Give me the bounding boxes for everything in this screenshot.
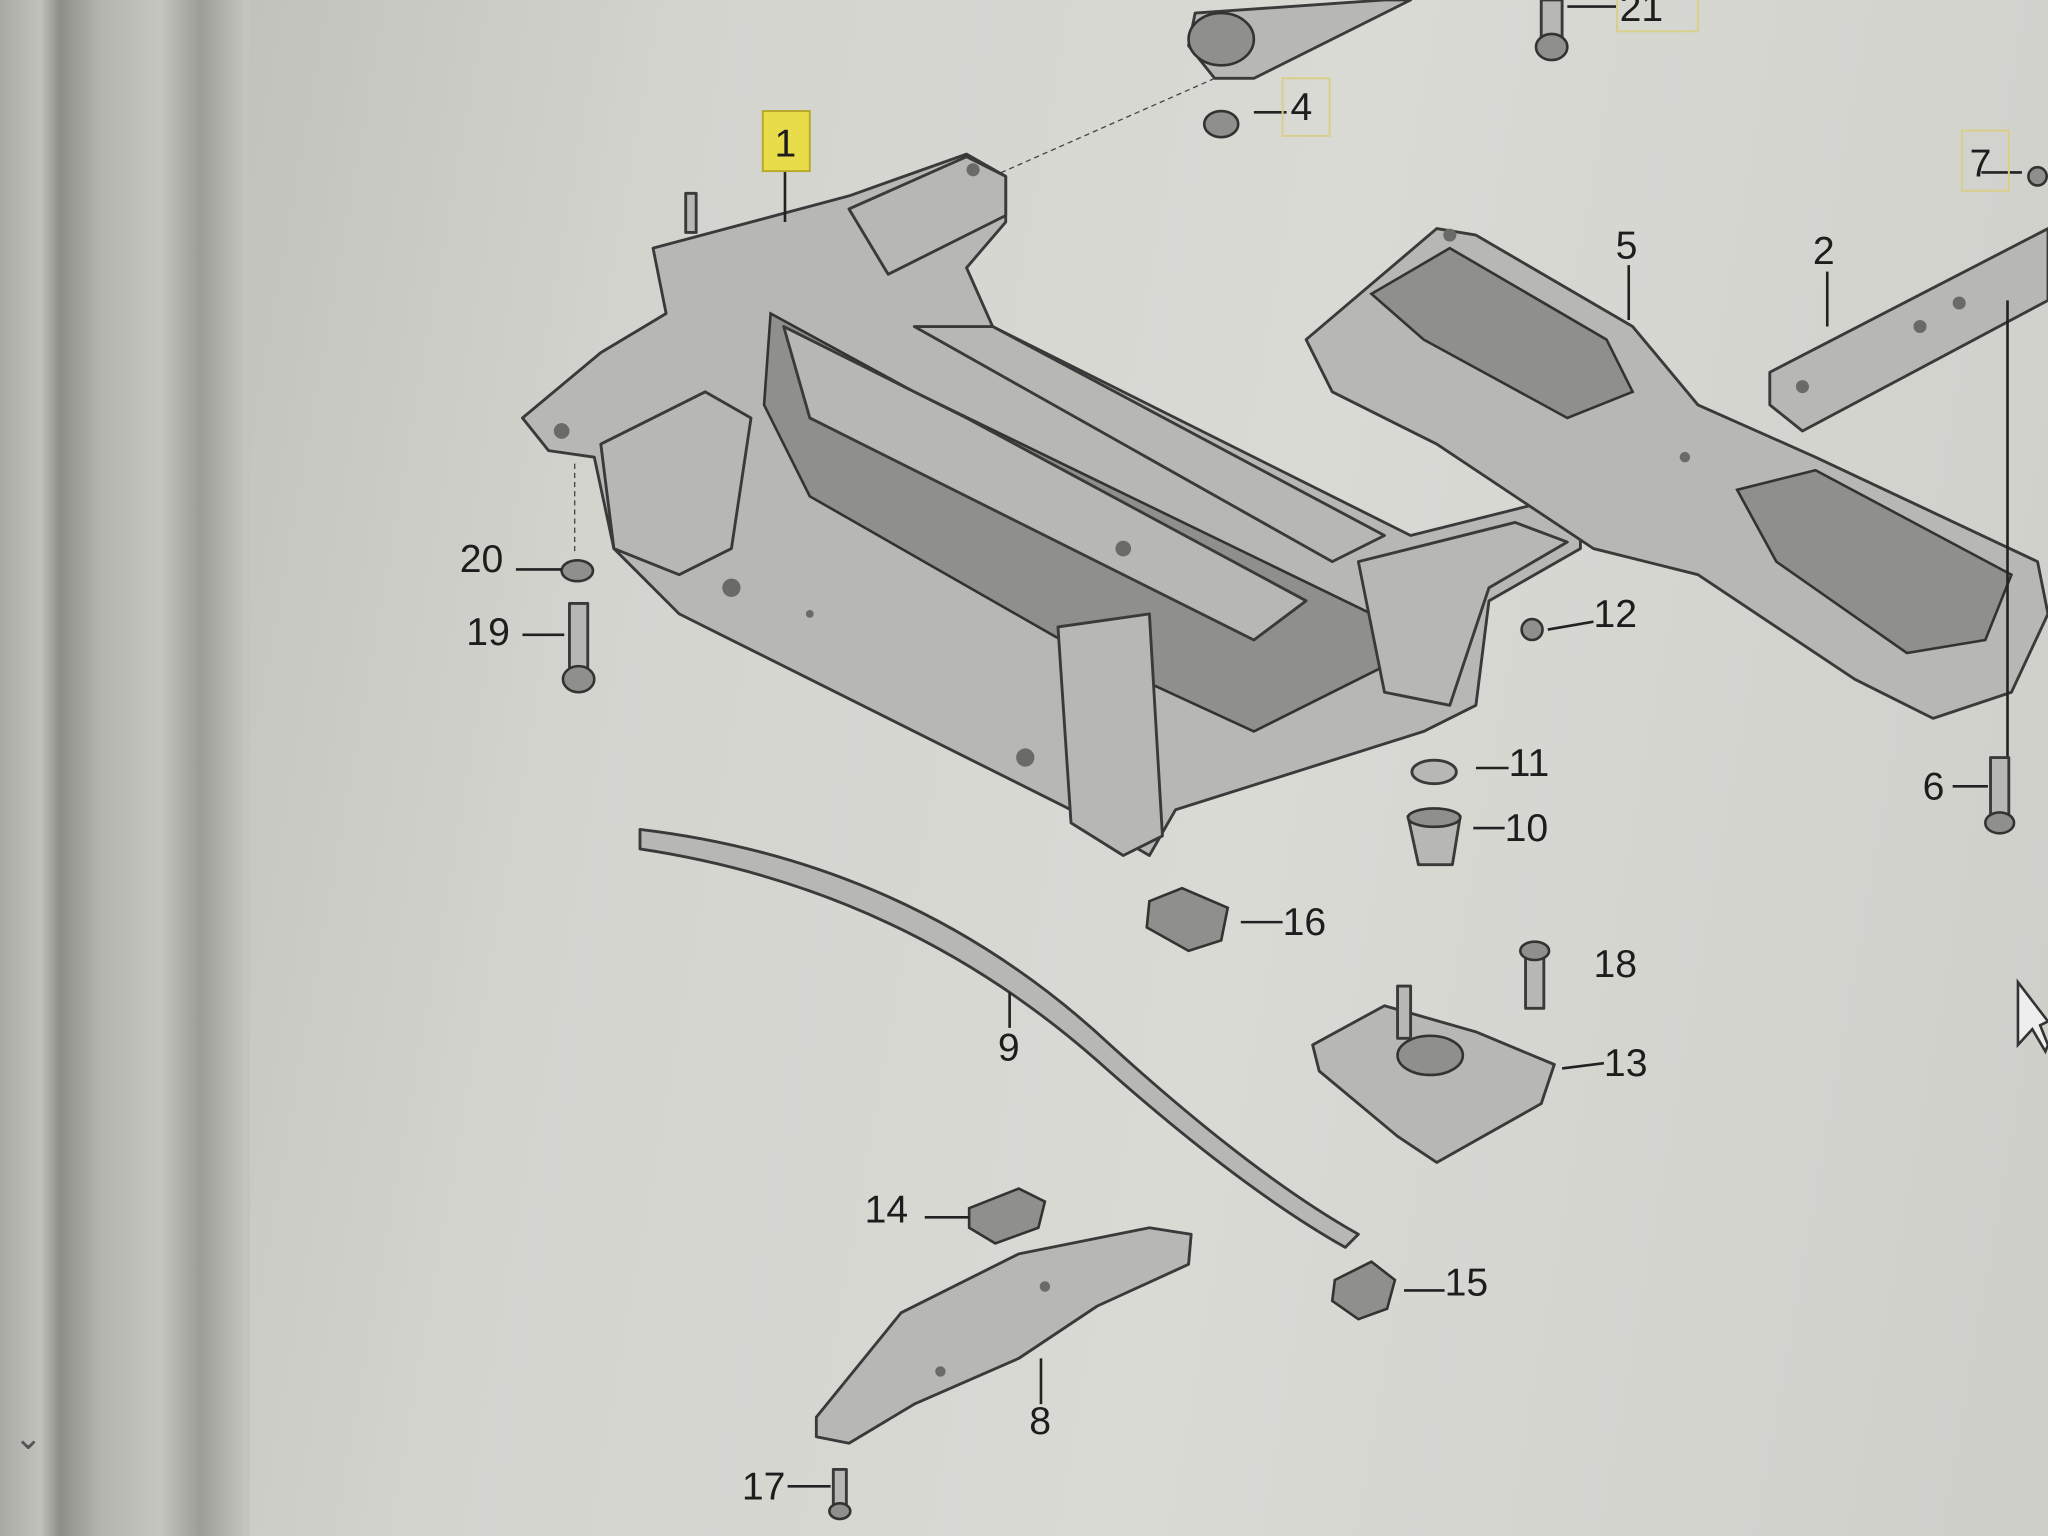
part-8-bracket[interactable]	[814, 1226, 1193, 1445]
callout-11[interactable]: 11	[1509, 742, 1550, 785]
part-20-washer[interactable]	[560, 559, 595, 583]
callout-17[interactable]: 17	[742, 1465, 786, 1508]
part-tube-top[interactable]	[1187, 0, 1413, 80]
mouse-cursor-icon	[2016, 978, 2048, 1055]
callout-19[interactable]: 19	[466, 611, 510, 654]
selected-callout-highlight	[761, 110, 811, 173]
callout-13[interactable]: 13	[1604, 1042, 1648, 1085]
part-5-crossmember[interactable]	[1304, 227, 2048, 720]
callout-15[interactable]: 15	[1445, 1262, 1489, 1305]
part-2-bar[interactable]	[1768, 227, 2048, 433]
callout-21[interactable]: 21	[1620, 0, 1664, 30]
callout-7[interactable]: 7	[1970, 142, 1992, 185]
part-6-bolt[interactable]	[1983, 756, 2016, 835]
callout-9[interactable]: 9	[998, 1027, 1020, 1070]
part-11-washer[interactable]	[1410, 758, 1458, 786]
callout-20[interactable]: 20	[460, 538, 504, 581]
callout-5[interactable]: 5	[1616, 225, 1638, 268]
callout-16[interactable]: 16	[1283, 901, 1327, 944]
part-21-bolt[interactable]	[1534, 0, 1569, 62]
callout-10[interactable]: 10	[1505, 807, 1549, 850]
part-16-pad[interactable]	[1145, 886, 1230, 953]
callout-12[interactable]: 12	[1593, 593, 1637, 636]
chevron-down-icon[interactable]: ⌄	[14, 1419, 43, 1457]
callout-4[interactable]: 4	[1290, 86, 1312, 129]
callout-18[interactable]: 18	[1593, 943, 1637, 986]
part-12-nut[interactable]	[1520, 617, 1544, 642]
callout-8[interactable]: 8	[1029, 1400, 1051, 1443]
part-10-bushing[interactable]	[1406, 807, 1462, 867]
part-1-subframe[interactable]	[521, 152, 1582, 857]
callout-1-selected[interactable]: 1	[775, 123, 797, 166]
part-7-bolt[interactable]	[2027, 165, 2048, 187]
part-18-bolt[interactable]	[1519, 940, 1551, 1010]
part-4-nut[interactable]	[1202, 109, 1240, 139]
callout-2[interactable]: 2	[1813, 230, 1835, 273]
leader-lines	[515, 5, 2022, 1488]
part-17-bolt[interactable]	[828, 1467, 852, 1521]
part-19-bolt[interactable]	[561, 601, 596, 694]
part-15-pad[interactable]	[1330, 1260, 1397, 1321]
part-14-pad[interactable]	[967, 1187, 1047, 1245]
callout-6[interactable]: 6	[1923, 765, 1945, 808]
left-sidebar	[0, 0, 250, 1536]
part-9-leaf-spring[interactable]	[638, 827, 1360, 1249]
callout-14[interactable]: 14	[865, 1189, 909, 1232]
part-13-mount[interactable]	[1311, 984, 1556, 1164]
